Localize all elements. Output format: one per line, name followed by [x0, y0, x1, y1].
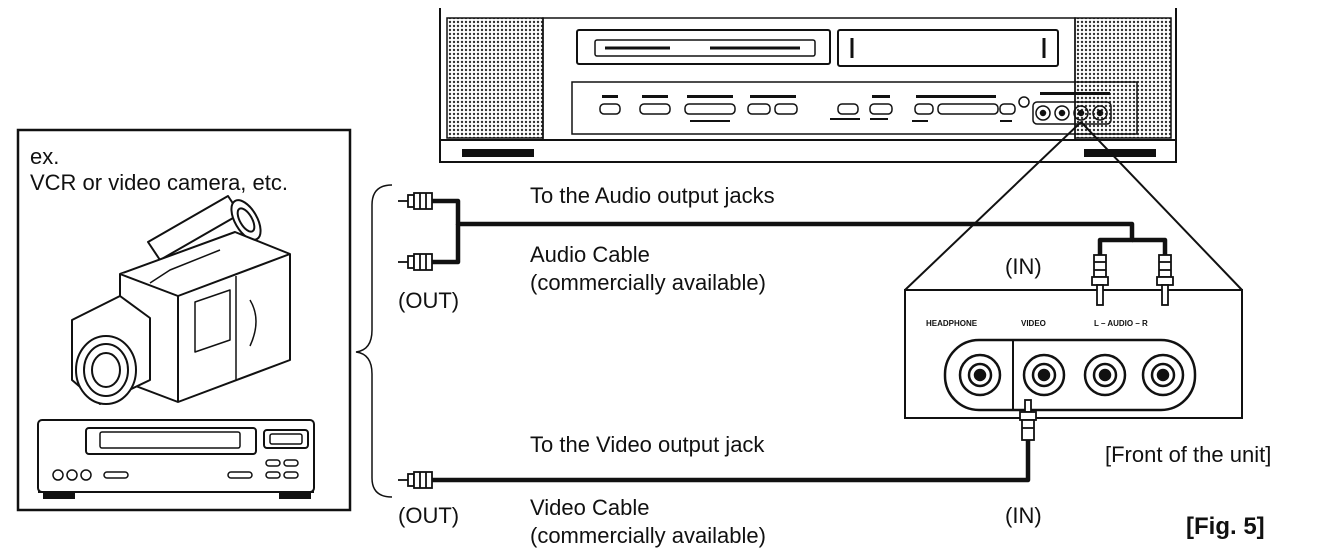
audio-cable [432, 198, 1168, 265]
right-speaker-grille [1074, 17, 1172, 139]
zoom-lines [904, 121, 1243, 291]
headphone-jack-label: HEADPHONE [926, 319, 978, 328]
out-plugs [398, 192, 433, 489]
video-destination: To the Video output jack [530, 432, 765, 457]
audio-jack-label: L – AUDIO – R [1094, 319, 1148, 328]
audio-cable-name: Audio Cable [530, 242, 650, 267]
source-prefix: ex. [30, 144, 60, 169]
tv-unit [439, 8, 1177, 163]
video-cable-note: (commercially available) [530, 523, 766, 548]
video-in-port: (IN) [1005, 503, 1042, 528]
curly-brace [355, 184, 393, 498]
cassette-slot [576, 29, 831, 65]
audio-cable-note: (commercially available) [530, 270, 766, 295]
audio-in-port: (IN) [1005, 254, 1042, 279]
left-speaker-grille [446, 17, 544, 139]
video-cable-name: Video Cable [530, 495, 650, 520]
front-panel [904, 289, 1243, 419]
video-out-port: (OUT) [398, 503, 460, 528]
video-in-plug [1019, 399, 1037, 441]
display-window [837, 29, 1059, 67]
audio-in-plugs [1091, 254, 1174, 306]
camcorder [71, 195, 291, 405]
source-description: VCR or video camera, etc. [30, 170, 288, 195]
audio-out-port: (OUT) [398, 288, 460, 313]
vcr [37, 419, 315, 499]
video-jack-label: VIDEO [1021, 319, 1046, 328]
front-unit-caption: [Front of the unit] [1105, 442, 1272, 467]
figure-label: [Fig. 5] [1186, 513, 1265, 540]
audio-destination: To the Audio output jacks [530, 183, 775, 208]
video-cable [432, 440, 1031, 483]
